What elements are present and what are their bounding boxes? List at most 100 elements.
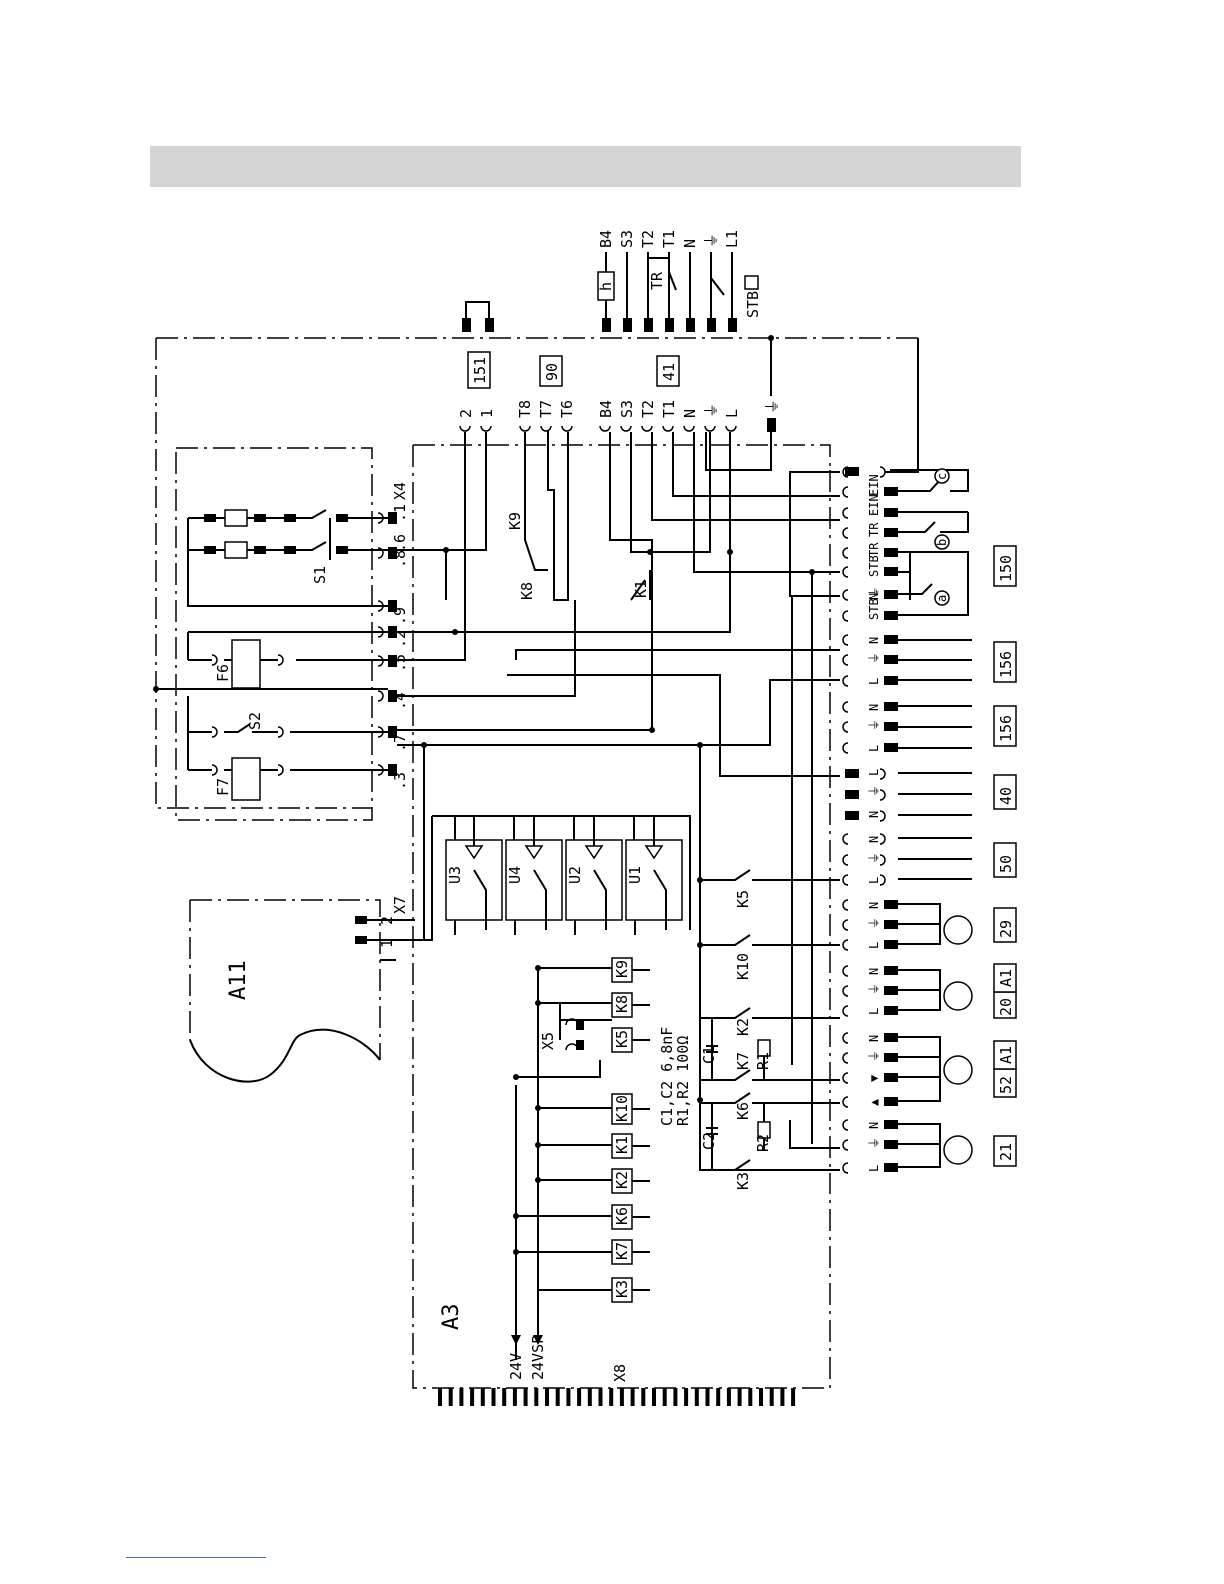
s1-branch: S1 <box>187 509 388 607</box>
top-terminal-label: T2 <box>639 230 657 248</box>
relay-contacts: K5 K10 K2 K7 K6 K3 C1 C2 R1 R2 C1,C2 6,8… <box>506 512 840 1190</box>
k6-contact-label: K6 <box>734 1102 752 1120</box>
x8-pin <box>598 1388 603 1406</box>
bottom-terminal-label: L <box>867 745 881 752</box>
plug-code: 40 <box>997 787 1015 805</box>
board-plug-terminals: 2 1 T8 T7 T6 B4 S3 T2 T1 N ⏚ L ⏚ <box>153 335 781 692</box>
plug-code: 52 <box>997 1076 1015 1094</box>
hygrostat-box <box>597 271 615 301</box>
bottom-terminal-strip: a b c <box>842 338 973 1174</box>
x8-pin <box>459 1388 464 1406</box>
earth-symbol: ⏚ <box>763 399 781 414</box>
plug-code: 50 <box>997 855 1015 873</box>
board-wiring <box>397 430 840 1171</box>
plug41-label: S3 <box>618 400 636 418</box>
plug-code: 90 <box>543 363 561 381</box>
bottom-terminal-label: N <box>867 902 881 909</box>
c-label: c <box>935 473 949 480</box>
k5-contact-label: K5 <box>734 890 752 908</box>
relay-coil-label: K7 <box>613 1242 631 1260</box>
bottom-terminal-label: ▲ <box>867 1098 881 1106</box>
x8-pin <box>652 1388 656 1406</box>
plug41-label: L <box>723 409 741 418</box>
bottom-terminal-label: ⏚ <box>867 1050 881 1062</box>
x8-pin <box>748 1388 753 1406</box>
plug-code: 29 <box>997 920 1015 938</box>
f6-thermostat <box>231 639 261 689</box>
x8-pin <box>502 1388 507 1406</box>
v24-label: 24V <box>507 1353 525 1380</box>
b-label: b <box>935 539 949 546</box>
u1-label: U1 <box>626 866 644 884</box>
bottom-terminal-label: L <box>867 1008 881 1015</box>
k2-contact-label: K2 <box>734 1018 752 1036</box>
rc-values-line1: C1,C2 6,8nF <box>658 1027 676 1126</box>
plug41-label: T2 <box>639 400 657 418</box>
supply-arrows: 24V 24VSP A3 <box>439 1292 547 1380</box>
x8-pin <box>759 1388 763 1406</box>
relay-coil-label: K10 <box>613 1095 631 1122</box>
s2-label: S2 <box>246 712 264 730</box>
bottom-terminal-label: ⏚ <box>867 719 881 731</box>
plug-code: 21 <box>997 1143 1015 1161</box>
x8-pin <box>470 1388 475 1406</box>
f6-s2-f7-branch: F6 F7 S2 <box>156 631 388 801</box>
bottom-terminal-label: L <box>867 678 881 685</box>
bottom-terminal-label: STB <box>867 555 881 577</box>
k9-contact-label: K9 <box>506 512 524 530</box>
bottom-terminal-label: EIN <box>867 494 881 516</box>
x7-label: X7 <box>391 896 409 914</box>
x8-pin <box>534 1388 539 1406</box>
rc-values-line2: R1,R2 100Ω <box>674 1036 692 1126</box>
bottom-terminal-label: L <box>867 942 881 949</box>
plug41-label: B4 <box>597 400 615 418</box>
r1-label: R1 <box>754 1052 772 1070</box>
top-terminal-label: T1 <box>660 230 678 248</box>
top-terminal-label: S3 <box>618 230 636 248</box>
bottom-terminal-label: EIN <box>867 474 881 496</box>
bottom-terminal-label: ⏚ <box>867 1137 881 1149</box>
k10-contact-label: K10 <box>734 953 752 980</box>
relay-coil-label: K6 <box>613 1207 631 1225</box>
bottom-terminal-label: ⏚ <box>867 852 881 864</box>
x8-pin <box>438 1388 442 1406</box>
plug151-label: 1 <box>478 409 496 418</box>
plug-code: 156 <box>997 715 1015 742</box>
hygrostat-label: h <box>597 282 615 291</box>
top-terminal-label: L1 <box>723 230 741 248</box>
x8-pin <box>737 1388 742 1406</box>
x8-pin <box>577 1388 582 1406</box>
top-terminal-strip: B4 S3 T2 T1 N ⏚ L1 h TR STB <box>462 230 762 332</box>
x8-pin <box>684 1388 689 1406</box>
a3-label: A3 <box>439 1304 464 1331</box>
x8-pin <box>641 1388 646 1406</box>
stb-symbol <box>744 275 759 290</box>
x8-pin <box>523 1388 528 1406</box>
k3-contact-label: K3 <box>734 1172 752 1190</box>
bottom-terminal-label: N <box>867 811 881 818</box>
relay-coil-label: K3 <box>613 1280 631 1298</box>
x8-pin <box>512 1388 517 1406</box>
bottom-terminal-label: N <box>867 968 881 975</box>
bottom-terminal-label: ⏚ <box>867 652 881 664</box>
x4-pin: .3 <box>391 772 409 790</box>
k7-contact-label: K7 <box>734 1052 752 1070</box>
motor-sub-label: A1 <box>997 969 1015 987</box>
stb-label: STB <box>744 291 762 318</box>
u3-label: U3 <box>446 866 464 884</box>
motor-sub-label: A1 <box>997 1046 1015 1064</box>
bottom-terminal-label: ⏚ <box>867 983 881 995</box>
relay-coil-label: K9 <box>613 960 631 978</box>
x8-pin <box>716 1388 721 1406</box>
bottom-terminal-label: L <box>867 769 881 776</box>
relay-coil-label: K5 <box>613 1030 631 1048</box>
x8-label: X8 <box>611 1364 629 1382</box>
x8-pin <box>694 1388 699 1406</box>
relay-coil-label: K8 <box>613 995 631 1013</box>
x8-pin <box>705 1388 710 1406</box>
relay-coils: K9 K8 K5 K10 K1 K2 K6 K7 K3 X5 <box>513 957 650 1340</box>
x7-connector: X7 2 1 A11 <box>226 896 432 1000</box>
u4-label: U4 <box>506 866 524 884</box>
f6-label: F6 <box>214 664 232 682</box>
